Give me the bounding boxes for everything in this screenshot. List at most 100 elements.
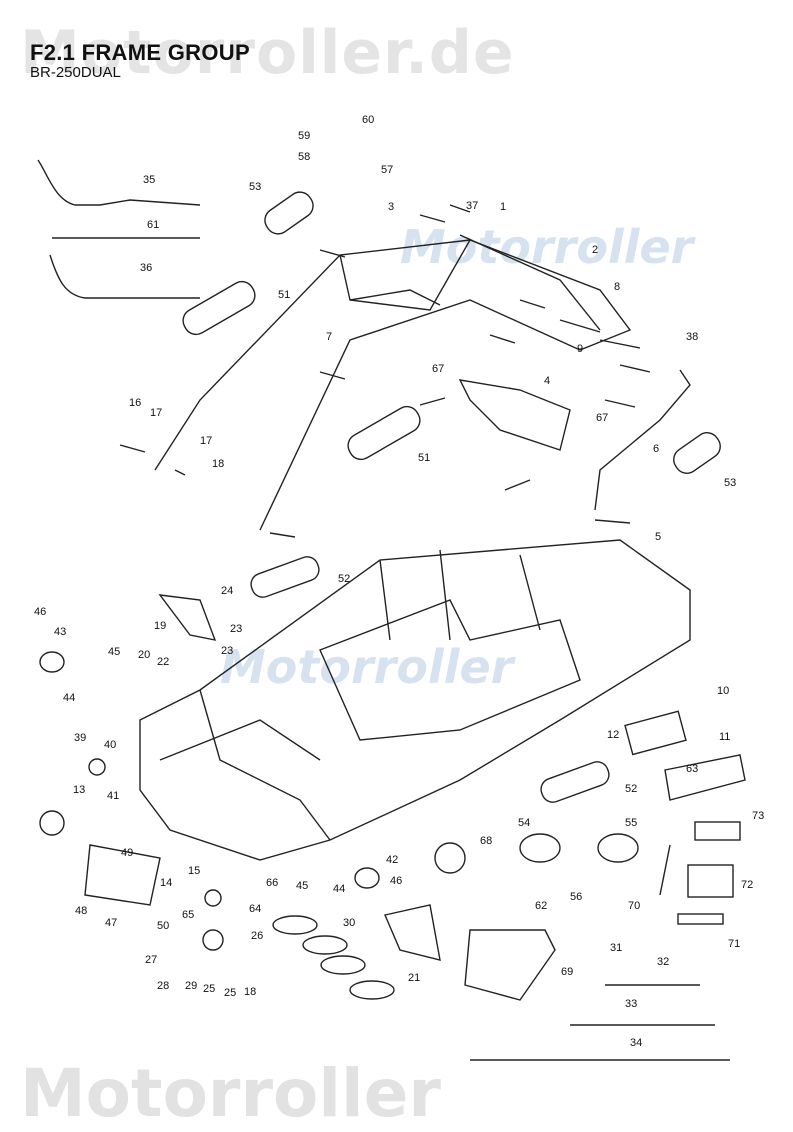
sleeve-53-right — [673, 432, 721, 474]
part-label: 40 — [104, 739, 116, 751]
part-label: 67 — [596, 412, 608, 424]
part-label: 54 — [518, 817, 530, 829]
part-label: 17 — [150, 407, 162, 419]
part-label: 70 — [628, 900, 640, 912]
sleeve-53-top — [264, 191, 314, 235]
pad-30b — [302, 935, 348, 955]
part-label: 49 — [121, 847, 133, 859]
sleeve-52-top — [250, 556, 320, 598]
part-label: 37 — [466, 200, 478, 212]
cable-35 — [37, 159, 201, 206]
sleeve-52-bottom — [540, 761, 610, 803]
model-subtitle: BR-250DUAL — [30, 64, 121, 81]
part-label: 23 — [221, 645, 233, 657]
part-label: 51 — [418, 452, 430, 464]
part-label: 18 — [244, 986, 256, 998]
mirror-54 — [519, 833, 561, 863]
part-label: 6 — [653, 443, 659, 455]
part-label: 26 — [251, 930, 263, 942]
fender-21 — [384, 904, 441, 961]
part-label: 25 — [224, 987, 236, 999]
bar-6 — [594, 369, 691, 511]
part-label: 36 — [140, 262, 152, 274]
headlight-43 — [39, 651, 65, 673]
part-label: 61 — [147, 219, 159, 231]
bracket-4 — [458, 379, 571, 451]
part-label: 65 — [182, 909, 194, 921]
sleeve-51-top — [182, 280, 256, 336]
part-label: 44 — [63, 692, 75, 704]
part-label: 53 — [724, 477, 736, 489]
part-label: 64 — [249, 903, 261, 915]
part-label: 24 — [221, 585, 233, 597]
part-label: 33 — [625, 998, 637, 1010]
part-label: 69 — [561, 966, 573, 978]
roller-26 — [202, 929, 224, 951]
part-label: 20 — [138, 649, 150, 661]
sleeve-51-mid — [347, 405, 421, 461]
part-label: 27 — [145, 954, 157, 966]
light-39 — [88, 758, 106, 776]
part-label: 32 — [657, 956, 669, 968]
part-label: 19 — [154, 620, 166, 632]
lamp-13 — [39, 810, 65, 836]
part-labels: 60 59 58 57 35 53 3 37 1 61 2 36 8 51 7 … — [34, 114, 764, 1049]
cable-36 — [49, 254, 200, 299]
plate-63 — [664, 754, 746, 801]
part-label: 51 — [278, 289, 290, 301]
part-label: 12 — [607, 729, 619, 741]
part-label: 29 — [185, 980, 197, 992]
part-label: 25 — [203, 983, 215, 995]
part-label: 22 — [157, 656, 169, 668]
part-label: 50 — [157, 920, 169, 932]
part-label: 52 — [625, 783, 637, 795]
watermark-middle: Motorroller — [400, 220, 694, 274]
part-label: 10 — [717, 685, 729, 697]
part-label: 46 — [390, 875, 402, 887]
part-label: 16 — [129, 397, 141, 409]
watermark-middle-2: Motorroller — [220, 640, 514, 694]
part-label: 1 — [500, 201, 506, 213]
part-label: 45 — [108, 646, 120, 658]
part-label: 35 — [143, 174, 155, 186]
cover-73 — [694, 821, 741, 841]
pad-30a — [272, 915, 318, 935]
watermark-top: Motorroller.de — [20, 18, 515, 88]
part-label: 62 — [535, 900, 547, 912]
part-label: 15 — [188, 865, 200, 877]
battery-box-10 — [624, 710, 687, 756]
part-label: 59 — [298, 130, 310, 142]
part-label: 53 — [249, 181, 261, 193]
part-label: 4 — [544, 375, 550, 387]
part-label: 31 — [610, 942, 622, 954]
part-label: 39 — [74, 732, 86, 744]
part-label: 23 — [230, 623, 242, 635]
part-label: 58 — [298, 151, 310, 163]
part-label: 42 — [386, 854, 398, 866]
part-label: 47 — [105, 917, 117, 929]
part-label: 28 — [157, 980, 169, 992]
part-label: 55 — [625, 817, 637, 829]
part-label: 48 — [75, 905, 87, 917]
tray-62 — [464, 929, 556, 1001]
part-label: 9 — [577, 343, 583, 355]
battery-72 — [687, 864, 734, 898]
roller-64 — [204, 889, 222, 907]
part-label: 71 — [728, 938, 740, 950]
page-title: F2.1 FRAME GROUP — [30, 40, 250, 65]
part-label: 17 — [200, 435, 212, 447]
part-label: 7 — [326, 331, 332, 343]
part-label: 38 — [686, 331, 698, 343]
part-label: 52 — [338, 573, 350, 585]
part-label: 56 — [570, 891, 582, 903]
part-label: 2 — [592, 244, 598, 256]
fender-19 — [158, 594, 217, 641]
part-label: 18 — [212, 458, 224, 470]
part-label: 73 — [752, 810, 764, 822]
part-label: 57 — [381, 164, 393, 176]
part-label: 3 — [388, 201, 394, 213]
part-label: 43 — [54, 626, 66, 638]
part-label: 67 — [432, 363, 444, 375]
pad-30c — [320, 955, 366, 975]
